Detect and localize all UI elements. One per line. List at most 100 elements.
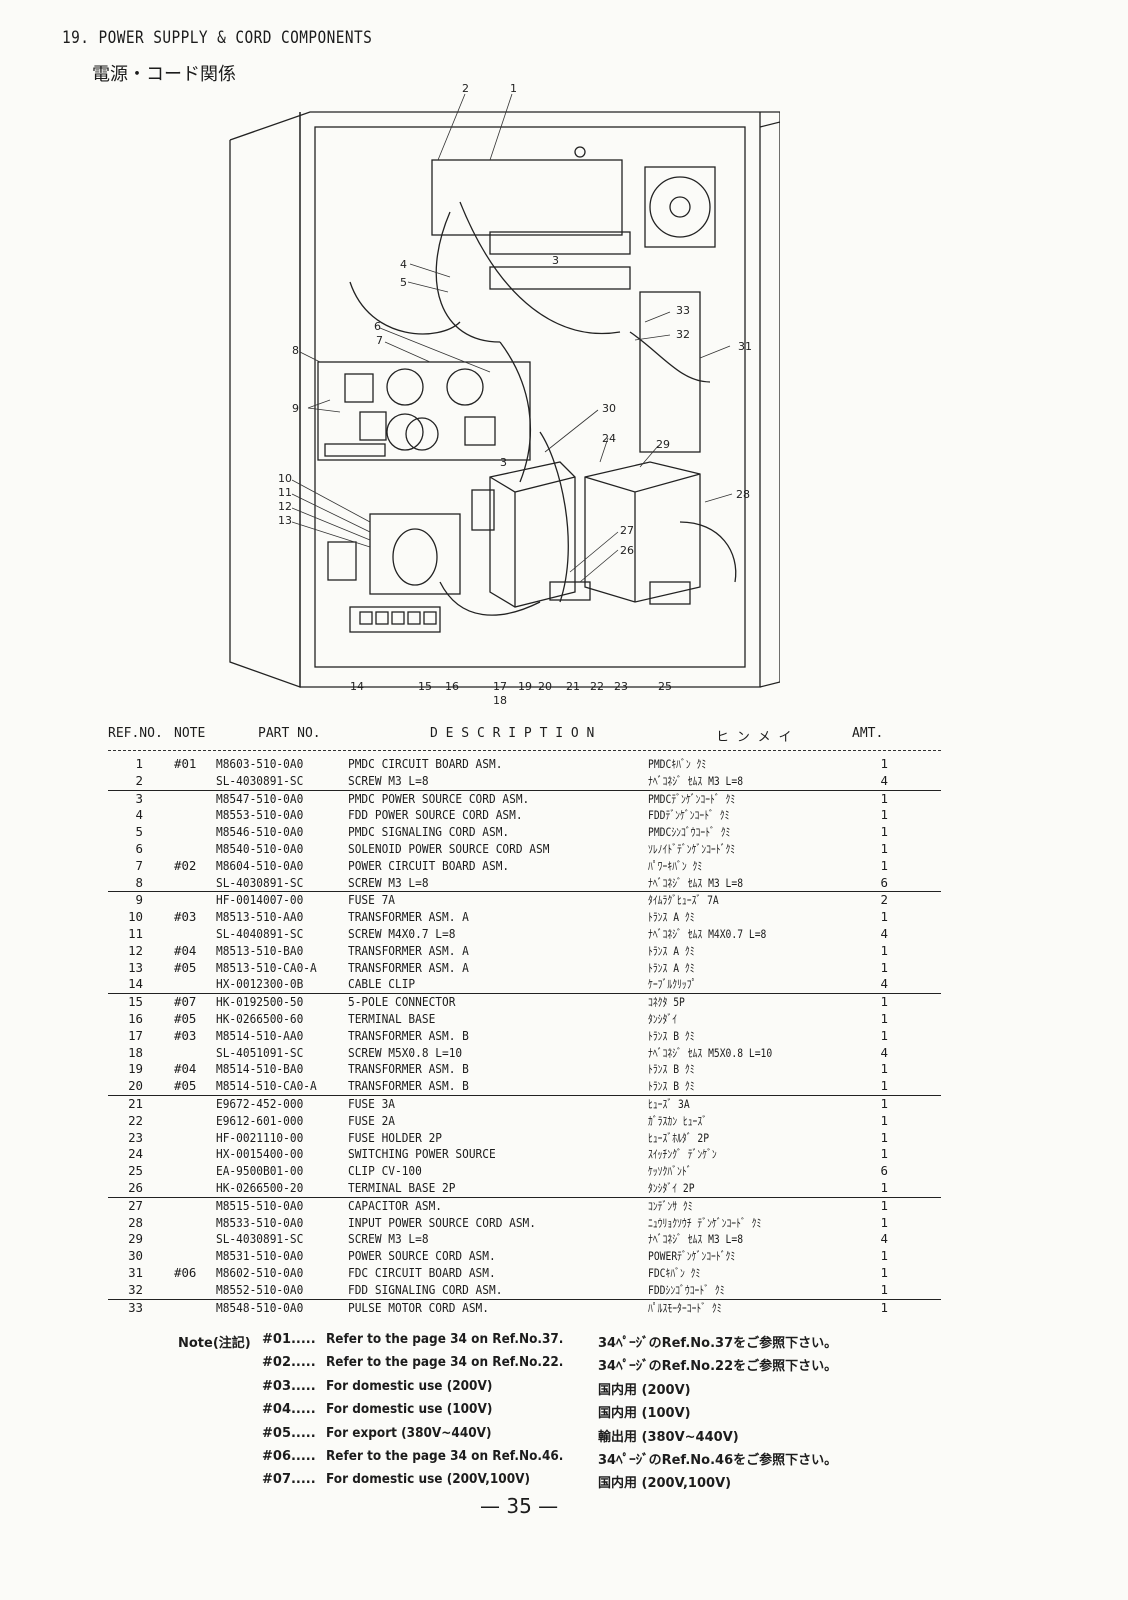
callout-33: 33 [676, 304, 690, 317]
callout-7: 7 [376, 334, 383, 347]
amount-cell: 1 [880, 1078, 888, 1094]
note-japanese: 34ﾍﾟｰｼﾞのRef.No.37をご参照下さい。 [598, 1336, 838, 1351]
amount-cell: 1 [880, 1027, 888, 1043]
amount-cell: 1 [880, 1214, 888, 1230]
description-cell: FDD SIGNALING CORD ASM. [348, 1281, 503, 1297]
callout-1: 1 [510, 82, 517, 95]
col-part: PART NO. [258, 726, 321, 741]
description-cell: SCREW M3 L=8 [348, 1231, 429, 1247]
kana-cell: POWERﾃﾞﾝｹﾞﾝｺｰﾄﾞｸﾐ [648, 1249, 736, 1264]
amount-cell: 1 [880, 1146, 888, 1162]
amount-cell: 4 [880, 1231, 888, 1247]
description-cell: TRANSFORMER ASM. A [348, 942, 469, 958]
ref-cell: 22 [128, 1112, 143, 1128]
description-cell: CAPACITOR ASM. [348, 1197, 442, 1213]
description-cell: PMDC SIGNALING CORD ASM. [348, 824, 510, 840]
amount-cell: 1 [880, 1248, 888, 1264]
callout-16: 16 [445, 680, 459, 693]
note-cell: #04 [174, 942, 197, 958]
ref-cell: 12 [128, 942, 143, 958]
description-cell: FDC CIRCUIT BOARD ASM. [348, 1264, 496, 1280]
callout-15: 15 [418, 680, 432, 693]
ref-cell: 7 [135, 857, 143, 873]
kana-cell: ﾊﾟﾜｰｷﾊﾞﾝ ｸﾐ [648, 858, 703, 873]
amount-cell: 1 [880, 1010, 888, 1026]
amount-cell: 1 [880, 1095, 888, 1111]
ref-cell: 19 [128, 1061, 143, 1077]
amount-cell: 4 [880, 1044, 888, 1060]
note-english: For domestic use (100V) [326, 1402, 493, 1418]
kana-cell: ﾋｭｰｽﾞ 3A [648, 1096, 690, 1111]
note-english: Refer to the page 34 on Ref.No.22. [326, 1355, 564, 1371]
note-cell: #02 [174, 857, 197, 873]
kana-cell: ﾊﾟﾙｽﾓｰﾀｰｺｰﾄﾞ ｸﾐ [648, 1300, 722, 1315]
part-no-cell: E9612-601-000 [216, 1112, 304, 1128]
callout-31: 31 [738, 340, 752, 353]
part-no-cell: M8514-510-CA0-A [216, 1078, 317, 1094]
note-row: #02..... Refer to the page 34 on Ref.No.2… [178, 1355, 898, 1378]
col-kana: ヒ ン メ イ [716, 730, 792, 745]
kana-cell: ｺﾝﾃﾞﾝｻ ｸﾐ [648, 1198, 693, 1213]
amount-cell: 1 [880, 756, 888, 771]
callout-20: 20 [538, 680, 552, 693]
kana-cell: ﾋｭｰｽﾞﾎﾙﾀﾞ 2P [648, 1130, 710, 1145]
kana-cell: ｽｲｯﾁﾝｸﾞ ﾃﾞﾝｹﾞﾝ [648, 1147, 717, 1162]
amount-cell: 1 [880, 1299, 888, 1315]
part-no-cell: HK-0266500-60 [216, 1010, 304, 1026]
note-code: #02..... [262, 1355, 316, 1371]
part-no-cell: EA-9500B01-00 [216, 1163, 304, 1179]
kana-cell: PMDCｷﾊﾞﾝ ｸﾐ [648, 757, 707, 771]
amount-cell: 4 [880, 925, 888, 941]
amount-cell: 6 [880, 1163, 888, 1179]
kana-cell: ﾆｭｳﾘｮｸｿｳﾁ ﾃﾞﾝｹﾞﾝｺｰﾄﾞ ｸﾐ [648, 1215, 762, 1230]
exploded-diagram: 2 1 3 3 4 5 6 7 8 9 10 11 12 13 14 15 16… [200, 82, 891, 722]
amount-cell: 4 [880, 772, 888, 788]
amount-cell: 1 [880, 840, 888, 856]
parts-table-header: REF.NO. NOTE PART NO. D E S C R I P T I … [0, 726, 1128, 746]
kana-cell: FDDﾃﾞﾝｹﾞﾝｺｰﾄﾞ ｸﾐ [648, 808, 730, 823]
section-title: 19. POWER SUPPLY & CORD COMPONENTS [62, 28, 373, 48]
part-no-cell: SL-4040891-SC [216, 925, 304, 941]
ref-cell: 30 [128, 1248, 143, 1264]
kana-cell: ﾄﾗﾝｽ B ｸﾐ [648, 1079, 695, 1094]
part-no-cell: M8513-510-AA0 [216, 909, 304, 925]
part-no-cell: HF-0014007-00 [216, 892, 304, 908]
note-code: #04..... [262, 1402, 316, 1418]
note-code: #03..... [262, 1378, 316, 1394]
description-cell: FUSE HOLDER 2P [348, 1129, 442, 1145]
description-cell: PMDC POWER SOURCE CORD ASM. [348, 790, 530, 806]
kana-cell: ﾀﾝｼﾀﾞｲ [648, 1011, 678, 1026]
part-no-cell: SL-4030891-SC [216, 772, 304, 788]
ref-cell: 16 [128, 1010, 143, 1026]
kana-cell: ﾄﾗﾝｽ A ｸﾐ [648, 960, 695, 975]
ref-cell: 28 [128, 1214, 143, 1230]
ref-cell: 32 [128, 1281, 143, 1297]
part-no-cell: HX-0015400-00 [216, 1146, 304, 1162]
part-no-cell: M8515-510-0A0 [216, 1197, 304, 1213]
part-no-cell: M8514-510-AA0 [216, 1027, 304, 1043]
part-no-cell: SL-4051091-SC [216, 1044, 304, 1060]
col-ref: REF.NO. [108, 726, 163, 741]
kana-cell: PMDCﾃﾞﾝｹﾞﾝｺｰﾄﾞ ｸﾐ [648, 791, 736, 806]
callout-25: 25 [658, 680, 672, 693]
kana-cell: ﾄﾗﾝｽ A ｸﾐ [648, 943, 695, 958]
ref-cell: 33 [128, 1299, 143, 1315]
callout-17: 17 [493, 680, 507, 693]
part-no-cell: M8514-510-BA0 [216, 1061, 304, 1077]
callout-23: 23 [614, 680, 628, 693]
description-cell: TRANSFORMER ASM. B [348, 1061, 469, 1077]
